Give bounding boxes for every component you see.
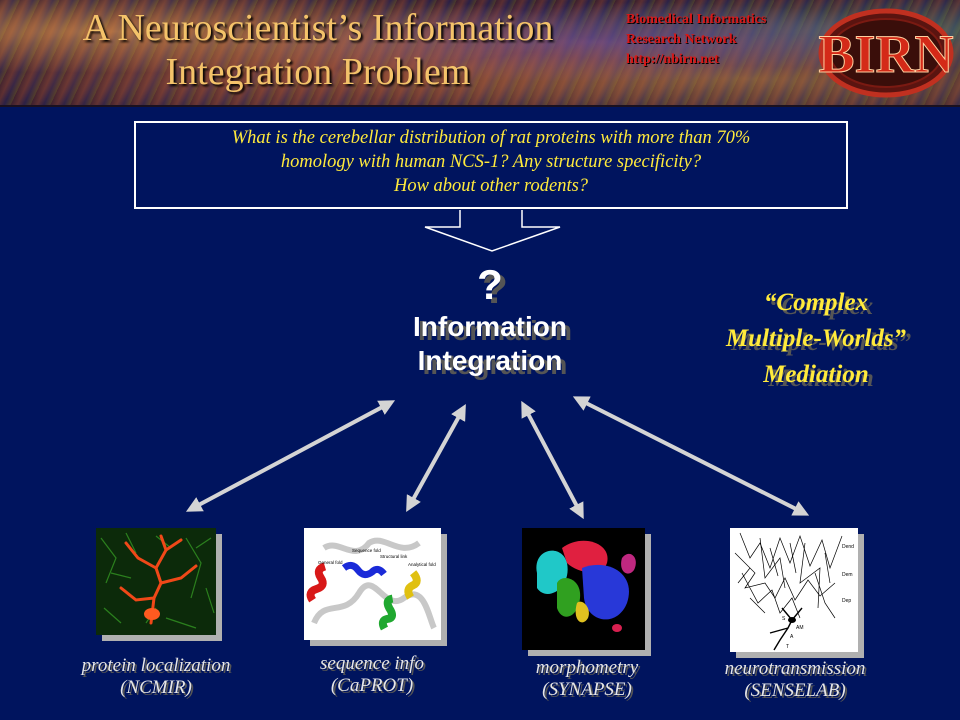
question-line-2: homology with human NCS-1? Any structure… xyxy=(280,152,702,172)
arrow-protein-localization xyxy=(185,400,396,512)
svg-text:General fold: General fold xyxy=(318,560,343,565)
integration-line-1: Information xyxy=(413,311,567,342)
source-name: (CaPROT) xyxy=(330,675,414,696)
protein-structure-image: General fold Sequence fold Structural li… xyxy=(304,528,441,640)
question-line-3: How about other rodents? xyxy=(393,176,589,196)
org-url: http://nbirn.net xyxy=(626,52,719,67)
source-caption-neurotransmission: neurotransmission (SENSELAB) xyxy=(695,658,895,702)
mediation-line-2: Multiple-Worlds” xyxy=(725,325,907,352)
birn-logo: BIRN xyxy=(818,8,954,98)
3d-dendrite-reconstruction-image xyxy=(522,528,645,650)
title-line-2: Integration Problem xyxy=(165,51,471,93)
svg-text:S: S xyxy=(782,616,786,622)
org-line-2: Research Network xyxy=(626,32,737,47)
source-caption-protein-localization: protein localization (NCMIR) xyxy=(56,655,256,699)
mediation-line-3: Mediation xyxy=(763,361,869,388)
svg-text:A: A xyxy=(790,634,794,640)
neuron-fluorescence-image xyxy=(96,528,216,635)
research-question-box: What is the cerebellar distribution of r… xyxy=(134,121,848,209)
source-caption-sequence-info: sequence info (CaPROT) xyxy=(272,653,472,697)
funnel-arrow xyxy=(424,210,561,252)
svg-text:Sequence fold: Sequence fold xyxy=(352,548,381,553)
source-label: neurotransmission xyxy=(724,658,866,679)
arrow-morphometry xyxy=(521,400,584,520)
question-line-1: What is the cerebellar distribution of r… xyxy=(231,128,751,148)
source-label: morphometry xyxy=(535,657,639,678)
source-label: protein localization xyxy=(81,655,231,676)
source-label: sequence info xyxy=(320,653,424,674)
purkinje-cell-drawing-image: Dend Dem Dep S AM A T xyxy=(730,528,858,652)
slide-title: A Neuroscientist’s Information Integrati… xyxy=(28,6,608,94)
source-name: (NCMIR) xyxy=(120,677,192,698)
source-caption-morphometry: morphometry (SYNAPSE) xyxy=(487,657,687,701)
header-banner xyxy=(0,0,960,107)
arrow-neurotransmission xyxy=(572,396,810,516)
source-name: (SENSELAB) xyxy=(744,680,846,701)
org-line-1: Biomedical Informatics xyxy=(626,12,767,27)
question-mark: ? xyxy=(477,261,503,308)
svg-text:Structural link: Structural link xyxy=(380,554,408,559)
mediation-line-1: “Complex xyxy=(763,289,869,316)
mediation-label: “Complex Multiple-Worlds” Mediation xyxy=(676,285,956,393)
source-name: (SYNAPSE) xyxy=(542,679,632,700)
svg-text:T: T xyxy=(786,644,789,650)
svg-text:Dend: Dend xyxy=(842,544,854,550)
svg-text:Dem: Dem xyxy=(842,572,853,578)
information-integration: ? Information Integration xyxy=(370,260,610,378)
svg-text:Analytical fold: Analytical fold xyxy=(408,562,436,567)
svg-text:BIRN: BIRN xyxy=(818,24,953,84)
integration-line-2: Integration xyxy=(417,345,563,376)
svg-text:Dep: Dep xyxy=(842,598,851,604)
svg-text:AM: AM xyxy=(796,625,804,631)
title-line-1: A Neuroscientist’s Information xyxy=(82,7,554,49)
arrow-sequence-info xyxy=(406,403,466,513)
birn-organization-text: Biomedical Informatics Research Network … xyxy=(626,10,766,70)
